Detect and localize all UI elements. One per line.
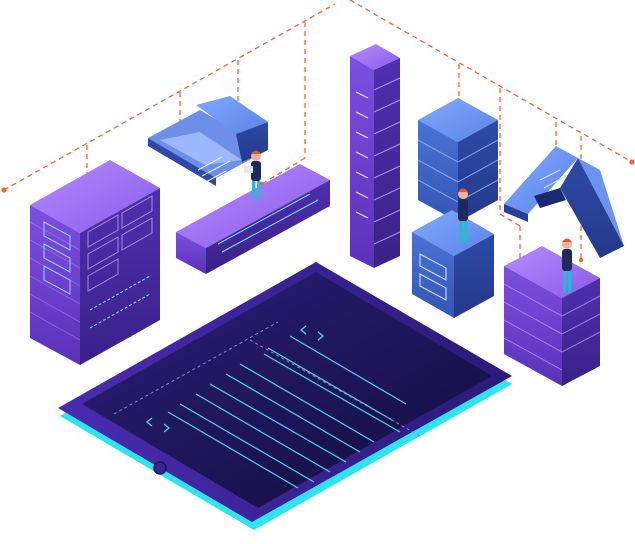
code-lines (167, 335, 407, 489)
database-stack (417, 98, 499, 222)
tablet-home-button-icon (153, 461, 167, 475)
person-2 (458, 188, 468, 243)
server-rack-right (503, 246, 601, 386)
rack-panel-details (43, 221, 71, 295)
code-brackets-left-icon (145, 417, 171, 433)
person-3 (562, 238, 572, 293)
server-rack-tall (350, 44, 401, 268)
document-folder-shape (148, 96, 268, 186)
code-brackets-top-icon (299, 325, 325, 341)
server-rack-left (29, 160, 160, 365)
letter-a-block (504, 146, 624, 258)
person-1 (244, 150, 261, 199)
data-bar-block (176, 164, 330, 274)
monitor-box (412, 210, 494, 318)
tablet-device (58, 262, 512, 530)
